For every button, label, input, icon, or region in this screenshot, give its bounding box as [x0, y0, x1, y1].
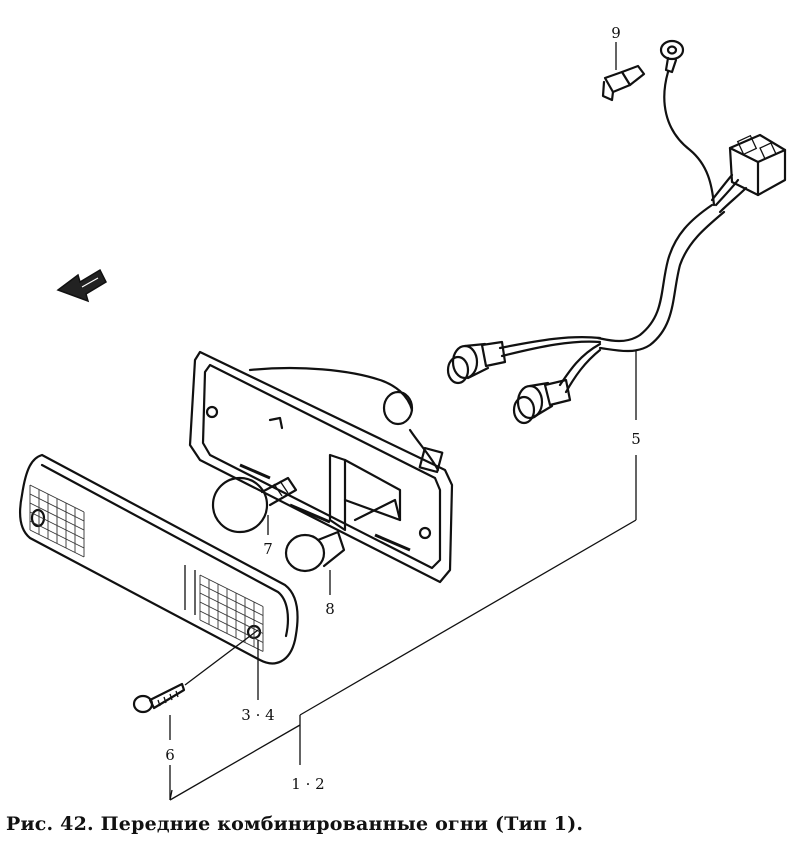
callout-3-4: 3 · 4 — [241, 706, 274, 724]
callout-6: 6 — [165, 746, 175, 764]
bulb-large — [211, 476, 298, 534]
callout-5: 5 — [631, 430, 641, 448]
wiring-harness — [596, 203, 714, 343]
ring-terminal-part — [659, 39, 685, 74]
screw-part — [132, 682, 186, 714]
callout-9: 9 — [611, 24, 621, 42]
lamp-housing — [188, 350, 454, 584]
bulb-socket-upper — [446, 340, 507, 385]
connector-plug-part — [728, 133, 787, 197]
lamp-lens — [19, 453, 299, 665]
callout-7: 7 — [263, 540, 273, 558]
callout-8: 8 — [325, 600, 335, 618]
leader-lines — [169, 42, 637, 801]
front-arrow-icon — [56, 268, 107, 303]
figure-caption: Рис. 42. Передние комбинированные огни (… — [6, 813, 584, 835]
callout-1-2: 1 · 2 — [291, 775, 324, 793]
bulb-socket-lower — [512, 378, 572, 425]
ground-wire — [663, 70, 716, 207]
bolt-nut-part — [601, 64, 646, 102]
bulb-small — [284, 530, 346, 573]
